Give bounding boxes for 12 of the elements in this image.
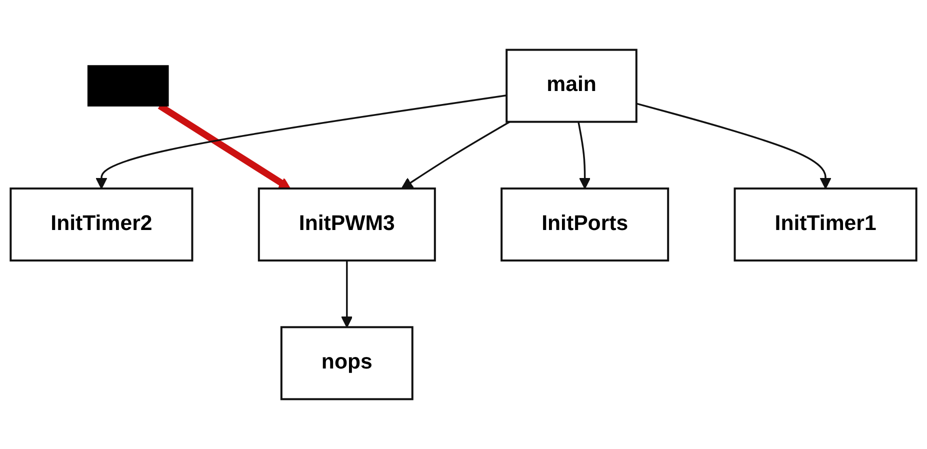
arrow <box>636 102 832 190</box>
arrow <box>96 94 507 190</box>
node-box: InitPWM3 <box>258 188 436 262</box>
arrow <box>401 121 510 190</box>
node-box: InitPorts <box>500 188 670 262</box>
node-bar <box>87 65 169 106</box>
node-box: nops <box>280 326 414 400</box>
arrow <box>578 122 591 190</box>
node-box: main <box>506 48 638 123</box>
node-box: InitTimer2 <box>10 188 194 262</box>
node-box: InitTimer1 <box>734 188 918 262</box>
arrow <box>341 260 353 328</box>
